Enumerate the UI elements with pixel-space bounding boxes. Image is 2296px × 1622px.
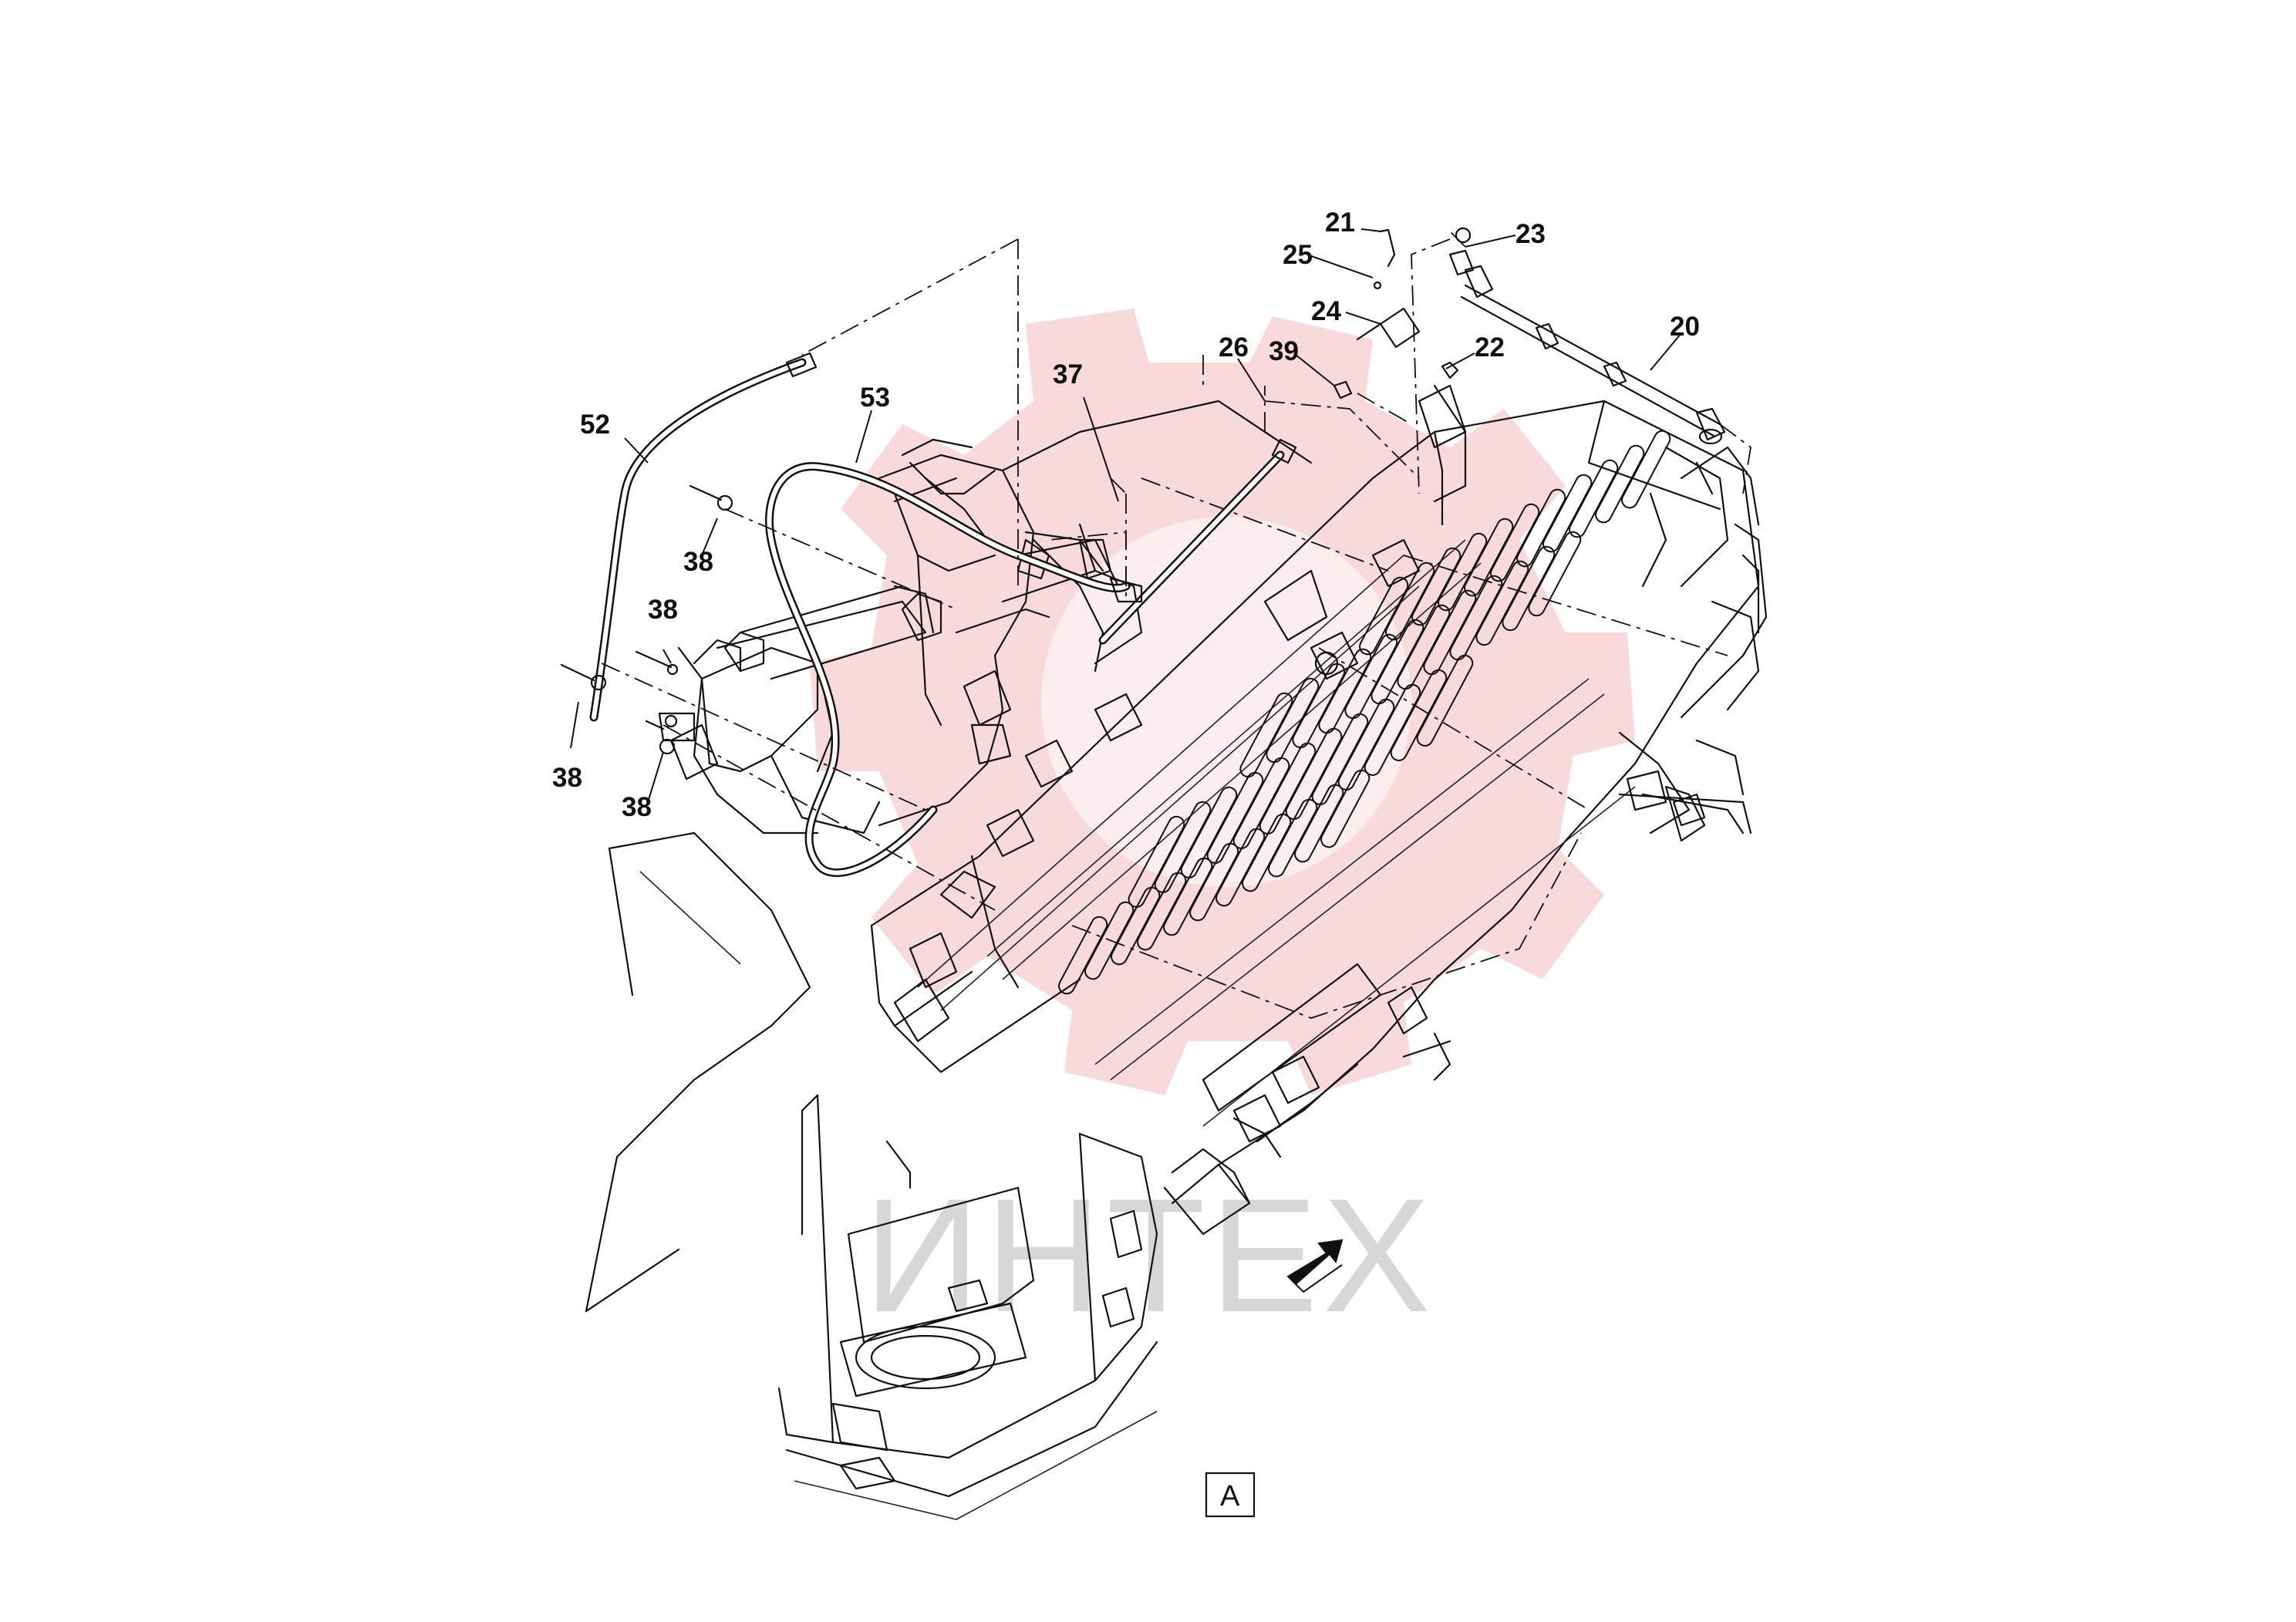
- callout-25: 25: [1283, 240, 1313, 270]
- floor-slot: [1215, 828, 1266, 907]
- floor-slot: [1423, 589, 1477, 676]
- floor-slot: [1502, 545, 1556, 632]
- view-label-box: [1205, 1472, 1256, 1518]
- floor-slot: [1137, 872, 1187, 951]
- floor-slot: [1058, 916, 1108, 995]
- floor-slot: [1385, 561, 1435, 641]
- floor-slot: [1595, 444, 1645, 524]
- callout-24: 24: [1311, 296, 1341, 326]
- callout-38-lower-right: 38: [622, 792, 652, 822]
- callout-38-middle: 38: [648, 595, 678, 625]
- floor-slot: [1569, 459, 1619, 538]
- view-label-text: A: [1220, 1480, 1240, 1512]
- floor-slot: [1318, 648, 1372, 734]
- pipe-assembly: [1333, 227, 1726, 445]
- floor-slot: [1163, 857, 1213, 936]
- watermark: ИНТЕХ: [810, 309, 1635, 1346]
- floor-slot: [1359, 576, 1409, 656]
- lower-housing: [585, 831, 1158, 1520]
- floor-slot: [1292, 663, 1346, 749]
- floor-slot: [1344, 633, 1398, 720]
- floor-slot: [1239, 692, 1293, 778]
- callout-26: 26: [1219, 332, 1249, 363]
- floor-slot: [1516, 488, 1566, 568]
- explosion-lines: [601, 231, 1752, 911]
- floor-slot: [1320, 769, 1371, 848]
- floor-slot: [1397, 604, 1451, 690]
- callout-37: 37: [1053, 359, 1083, 389]
- floor-slot: [1621, 430, 1671, 509]
- callout-22: 22: [1475, 332, 1505, 363]
- cylinder-assembly: [664, 400, 1313, 835]
- floor-slot: [1411, 547, 1462, 626]
- callout-38-lower-left: 38: [552, 763, 582, 793]
- floor-slot: [1390, 669, 1448, 761]
- callout-39: 39: [1269, 336, 1299, 366]
- callout-53: 53: [860, 383, 890, 413]
- direction-arrow-icon: [1286, 1239, 1344, 1293]
- floor-slot: [1449, 575, 1503, 661]
- floor-slot: [1189, 842, 1239, 922]
- callout-20: 20: [1670, 312, 1700, 342]
- floor-slot: [1528, 531, 1582, 617]
- floor-slot: [1490, 503, 1540, 582]
- floor-slot: [1294, 784, 1344, 863]
- floor-slot: [1111, 886, 1161, 966]
- floor-slot: [1475, 560, 1529, 646]
- floor-slot: [1268, 798, 1318, 878]
- watermark-gear-logo: [810, 309, 1635, 1095]
- callouts: 52 53 37 38 38 38 38 26 39 24 21 25 23 2…: [552, 207, 1700, 822]
- callout-21: 21: [1325, 207, 1355, 238]
- callout-38-upper: 38: [683, 547, 713, 577]
- hoses: [589, 352, 1297, 878]
- floor-slot: [1416, 654, 1474, 747]
- view-label: A: [1205, 1472, 1256, 1518]
- floor-slot: [1464, 518, 1514, 597]
- callout-52: 52: [580, 410, 610, 440]
- floor-slot: [1084, 901, 1135, 980]
- floor-slot: [1371, 619, 1424, 705]
- callout-23: 23: [1515, 219, 1546, 249]
- leader-lines: [570, 228, 1682, 803]
- fasteners: [560, 484, 733, 755]
- floor-slot: [1242, 813, 1292, 892]
- floor-slot: [1438, 532, 1488, 612]
- floor-slot: [1542, 474, 1593, 553]
- floor-slot: [1266, 677, 1320, 764]
- slotted-floor: [1058, 430, 1671, 995]
